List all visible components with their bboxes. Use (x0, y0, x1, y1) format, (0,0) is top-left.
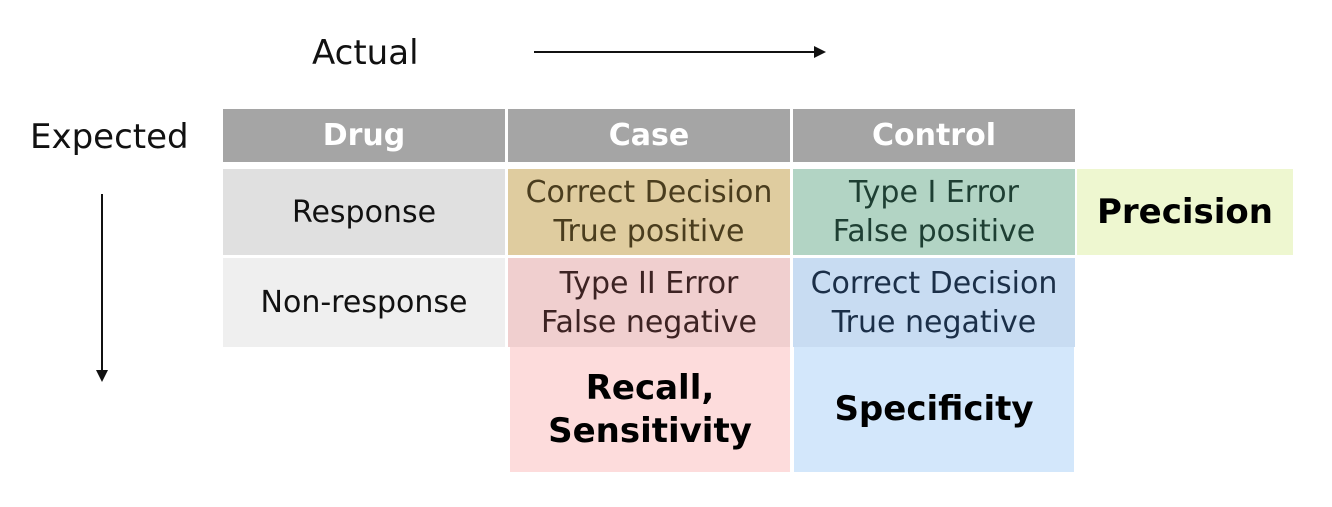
expected-arrow-head-icon (96, 370, 108, 382)
header-control: Control (793, 109, 1075, 162)
actual-arrow-head-icon (814, 46, 826, 58)
cell-true-negative: Correct Decision True negative (793, 258, 1075, 347)
cell-false-positive-line2: False positive (832, 214, 1036, 249)
cell-false-positive: Type I Error False positive (793, 169, 1075, 255)
cell-true-positive-line1: Correct Decision (525, 175, 773, 210)
expected-arrow-line (101, 194, 103, 372)
cell-false-negative: Type II Error False negative (508, 258, 790, 347)
metric-recall-sensitivity: Recall, Sensitivity (510, 347, 790, 472)
row-label-response: Response (223, 169, 505, 255)
cell-false-negative-line2: False negative (540, 304, 758, 340)
header-drug: Drug (223, 109, 505, 162)
row-label-non-response: Non-response (223, 258, 505, 347)
cell-false-negative-line1: Type II Error (559, 265, 739, 301)
cell-true-positive: Correct Decision True positive (508, 169, 790, 255)
metric-recall-line1: Recall, (585, 367, 715, 408)
metric-precision: Precision (1077, 169, 1293, 255)
metric-specificity: Specificity (794, 347, 1074, 472)
actual-arrow-line (534, 51, 816, 53)
metric-recall-line2: Sensitivity (548, 410, 752, 451)
actual-axis-label: Actual (312, 33, 419, 73)
cell-true-negative-line1: Correct Decision (810, 265, 1058, 301)
header-case: Case (508, 109, 790, 162)
cell-false-positive-line1: Type I Error (849, 175, 1019, 210)
cell-true-negative-line2: True negative (831, 304, 1037, 340)
expected-axis-label: Expected (30, 117, 189, 157)
cell-true-positive-line2: True positive (553, 214, 745, 249)
